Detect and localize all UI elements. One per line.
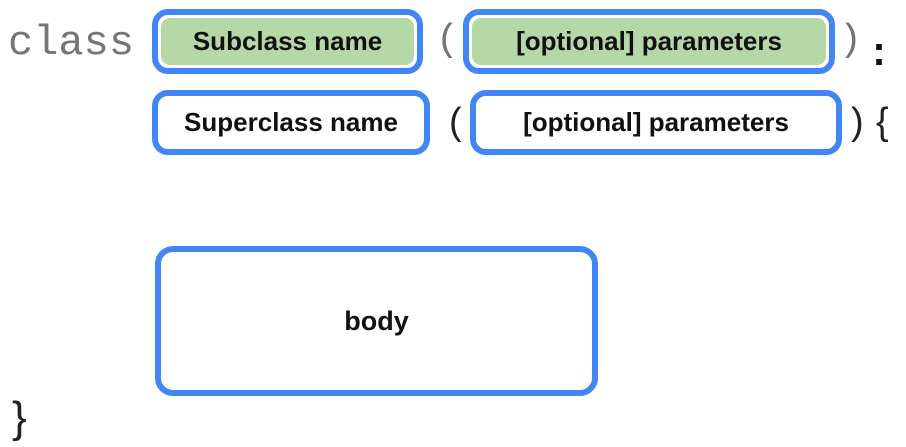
class-body-label: body [344,305,409,336]
class-body-box: body [155,246,598,396]
line2-close-paren: ) [851,101,864,143]
inheritance-colon: : [867,33,892,78]
open-brace: { [876,101,889,143]
superclass-parameters-label: [optional] parameters [523,107,789,137]
line1-open-paren: ( [436,19,459,62]
constructor-parameters-label: [optional] parameters [516,26,782,56]
superclass-parameters-box: [optional] parameters [470,90,842,155]
subclass-name-box: Subclass name [152,9,423,74]
close-brace: } [12,393,27,442]
constructor-parameters-box-fill: [optional] parameters [472,18,826,65]
superclass-name-box-fill: Superclass name [161,99,421,146]
superclass-parameters-box-fill: [optional] parameters [479,99,833,146]
subclass-name-box-fill: Subclass name [161,18,414,65]
superclass-name-label: Superclass name [184,107,398,137]
class-keyword: class [8,19,135,67]
line2-open-paren: ( [449,101,462,143]
constructor-parameters-box: [optional] parameters [463,9,835,74]
subclass-name-label: Subclass name [192,26,383,56]
class-body-box-fill: body [164,255,589,387]
line1-close-paren: ) [839,19,862,62]
superclass-name-box: Superclass name [152,90,430,155]
